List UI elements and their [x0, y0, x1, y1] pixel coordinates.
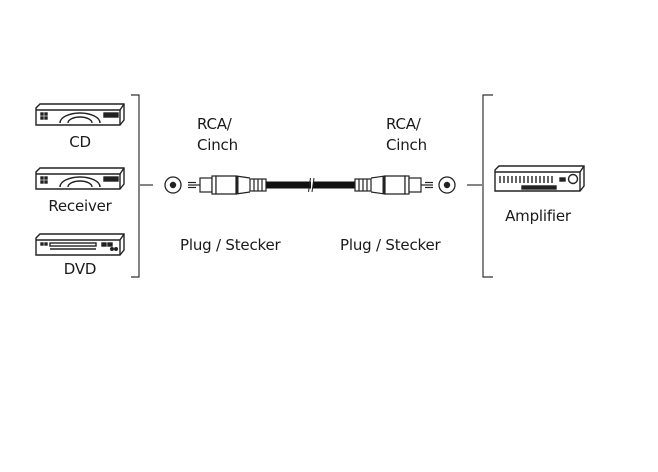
- dvd-player-icon: [35, 233, 125, 256]
- right-plug-label: Plug / Stecker: [340, 236, 441, 254]
- right-connector-type-line2: Cinch: [386, 136, 427, 154]
- amplifier-icon: [494, 165, 585, 192]
- cd-label: CD: [69, 133, 91, 151]
- right-plug-icon: [354, 175, 433, 195]
- cd-player-icon: [35, 103, 125, 126]
- amplifier-label: Amplifier: [505, 207, 571, 225]
- right-socket-icon: [438, 176, 456, 194]
- receiver-icon: [35, 167, 125, 190]
- left-plug-label: Plug / Stecker: [180, 236, 281, 254]
- cable: [266, 177, 355, 193]
- right-connector-type: RCA/ Cinch: [386, 114, 427, 156]
- left-connector-type: RCA/ Cinch: [197, 114, 238, 156]
- left-socket-icon: [164, 176, 182, 194]
- left-plug-icon: [188, 175, 267, 195]
- right-bracket: [482, 94, 493, 278]
- left-connector-type-line1: RCA/: [197, 115, 232, 133]
- right-connector-type-line1: RCA/: [386, 115, 421, 133]
- receiver-label: Receiver: [48, 197, 112, 215]
- dvd-label: DVD: [63, 260, 97, 278]
- left-connector-type-line2: Cinch: [197, 136, 238, 154]
- left-bracket: [131, 94, 140, 278]
